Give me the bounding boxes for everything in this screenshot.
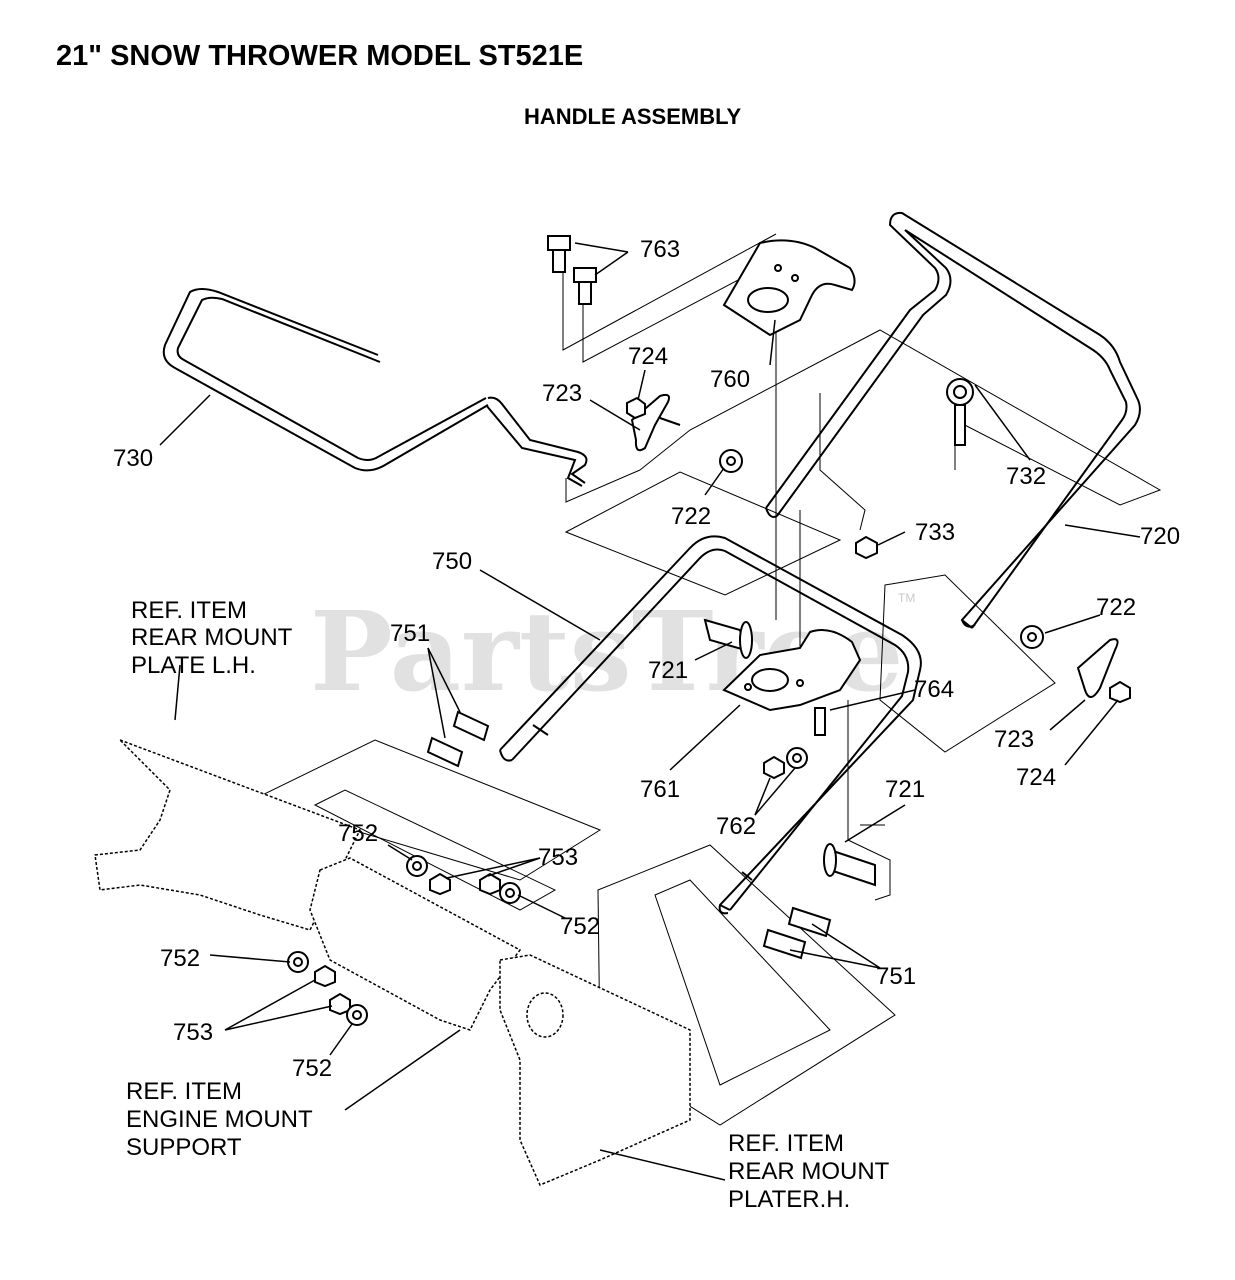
callout-760: 760 xyxy=(710,366,750,393)
ref-rear-lh-line3: PLATE L.H. xyxy=(131,652,256,679)
section-title: HANDLE ASSEMBLY xyxy=(524,104,742,129)
callout-732: 732 xyxy=(1006,463,1046,490)
callout-752: 752 xyxy=(160,945,200,972)
callout-753: 753 xyxy=(538,844,578,871)
part-723-knob-a xyxy=(630,393,681,452)
ref-rear-lh-line1: REF. ITEM xyxy=(131,597,247,624)
callout-720: 720 xyxy=(1140,523,1180,550)
ref-rear-rh-line3: PLATER.H. xyxy=(728,1186,850,1213)
callout-761: 761 xyxy=(640,776,680,803)
callout-762: 762 xyxy=(716,813,756,840)
ref-engine-line1: REF. ITEM xyxy=(126,1078,242,1105)
callouts: 763 760 724 723 730 722 732 720 733 750 … xyxy=(113,236,1180,1082)
part-761-bracket xyxy=(722,629,862,712)
part-723-knob-b xyxy=(1076,638,1119,698)
ref-rear-rh-line2: REAR MOUNT xyxy=(728,1158,890,1185)
ref-rear-rh-line1: REF. ITEM xyxy=(728,1130,844,1157)
callout-764: 764 xyxy=(914,676,954,703)
leader-lines xyxy=(159,242,1141,1181)
callout-721: 721 xyxy=(885,776,925,803)
callout-753: 753 xyxy=(173,1019,213,1046)
ref-rear-lh-line2: REAR MOUNT xyxy=(131,624,293,651)
callout-751: 751 xyxy=(390,620,430,647)
callout-723: 723 xyxy=(542,380,582,407)
callout-733: 733 xyxy=(915,519,955,546)
callout-730: 730 xyxy=(113,445,153,472)
ref-labels: REF. ITEM REAR MOUNT PLATE L.H. REF. ITE… xyxy=(126,597,890,1213)
watermark-tm: TM xyxy=(898,591,915,605)
ref-mount-plates xyxy=(94,739,691,1186)
ref-engine-line2: ENGINE MOUNT xyxy=(126,1106,313,1133)
bolts xyxy=(426,235,974,960)
callout-724: 724 xyxy=(1016,764,1056,791)
callout-750: 750 xyxy=(432,548,472,575)
callout-763: 763 xyxy=(640,236,680,263)
callout-722: 722 xyxy=(1096,594,1136,621)
part-750-lower-handle xyxy=(499,535,922,915)
callout-752: 752 xyxy=(338,820,378,847)
part-760-bracket xyxy=(722,239,856,337)
callout-724: 724 xyxy=(628,343,668,370)
callout-723: 723 xyxy=(994,726,1034,753)
part-730-bail xyxy=(162,288,588,487)
part-720-upper-handle xyxy=(765,211,1141,629)
callout-752: 752 xyxy=(292,1055,332,1082)
callout-751: 751 xyxy=(876,963,916,990)
callout-721: 721 xyxy=(648,657,688,684)
ref-engine-line3: SUPPORT xyxy=(126,1134,242,1161)
hardware xyxy=(287,396,1131,1026)
page-title: 21" SNOW THROWER MODEL ST521E xyxy=(56,40,584,72)
callout-722: 722 xyxy=(671,503,711,530)
callout-752: 752 xyxy=(560,913,600,940)
